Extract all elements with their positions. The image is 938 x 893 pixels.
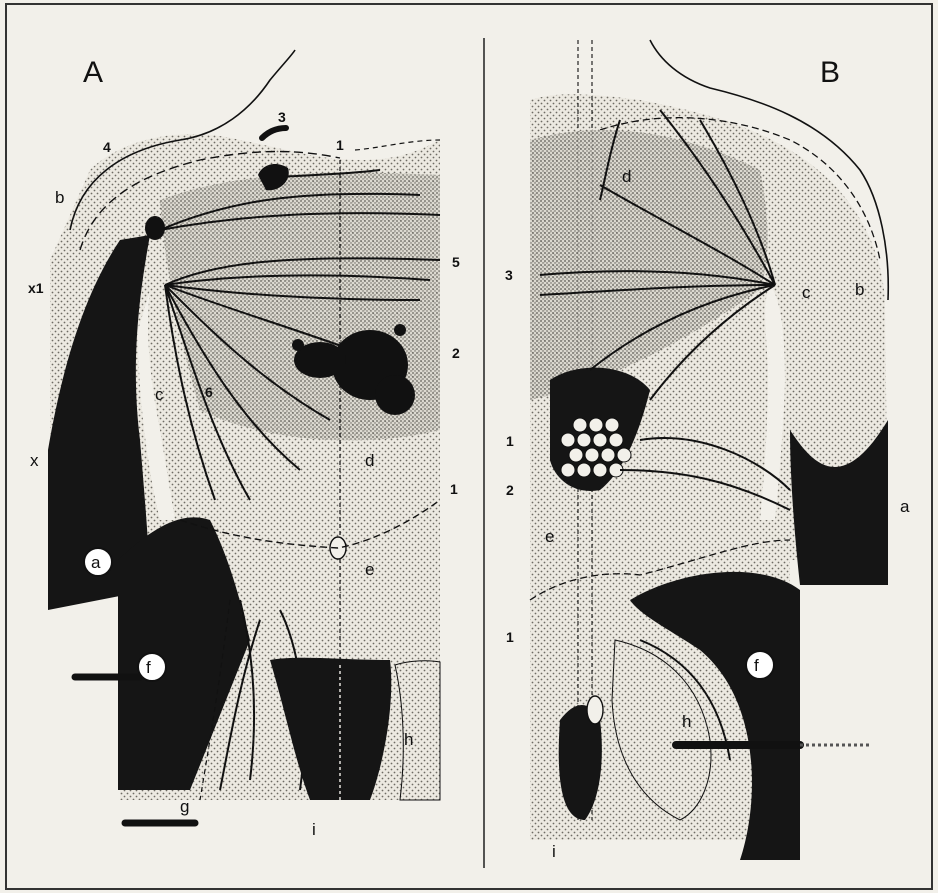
panel-b-label-i: i (552, 842, 556, 861)
panel-b-marker-3: 3 (505, 267, 513, 283)
panel-b-label-c: c (802, 283, 811, 302)
panel-b-zone-f-badge (746, 651, 774, 679)
panel-b-label-d: d (622, 167, 631, 186)
panel-a-marker-1-right: 1 (450, 481, 458, 497)
panel-a-label-c: c (155, 385, 164, 404)
panel-a-label-g: g (180, 797, 189, 816)
panel-a-label-i: i (312, 820, 316, 839)
panel-a-label-a: a (91, 553, 101, 572)
panel-b-marker-1-mid: 1 (506, 433, 514, 449)
panel-a-marker-2: 2 (452, 345, 460, 361)
panel-b-marker-1-low: 1 (506, 629, 514, 645)
panel-b-anus-ring (587, 696, 603, 724)
panel-a-label-e: e (365, 560, 374, 579)
panel-a-letter: A (83, 56, 103, 89)
panel-a-marker-x1: x1 (28, 280, 44, 296)
panel-b-label-f: f (754, 656, 759, 675)
panel-a-marker-5: 5 (452, 254, 460, 270)
panel-b-letter: B (820, 56, 840, 89)
panel-b (530, 40, 888, 860)
panel-a-axillary-node (145, 216, 165, 240)
panel-a-zone-f-badge (138, 653, 166, 681)
panel-a-label-h: h (404, 730, 413, 749)
panel-b-marker-2: 2 (506, 482, 514, 498)
panel-a-label-f: f (146, 658, 151, 677)
panel-a-marker-x: x (30, 451, 39, 470)
panel-a-marker-3: 3 (278, 109, 286, 125)
panel-b-label-h: h (682, 712, 691, 731)
panel-a-marker-1-top: 1 (336, 137, 344, 153)
panel-a-label-b: b (55, 188, 64, 207)
panel-a-marker-6: 6 (205, 384, 213, 400)
panel-b-label-e: e (545, 527, 554, 546)
panel-a-arrow-3 (262, 128, 286, 138)
panel-a-marker-4: 4 (103, 139, 111, 155)
panel-a-label-d: d (365, 451, 374, 470)
panel-b-label-a: a (900, 497, 910, 516)
panel-b-label-b: b (855, 280, 864, 299)
panel-a (48, 50, 440, 823)
